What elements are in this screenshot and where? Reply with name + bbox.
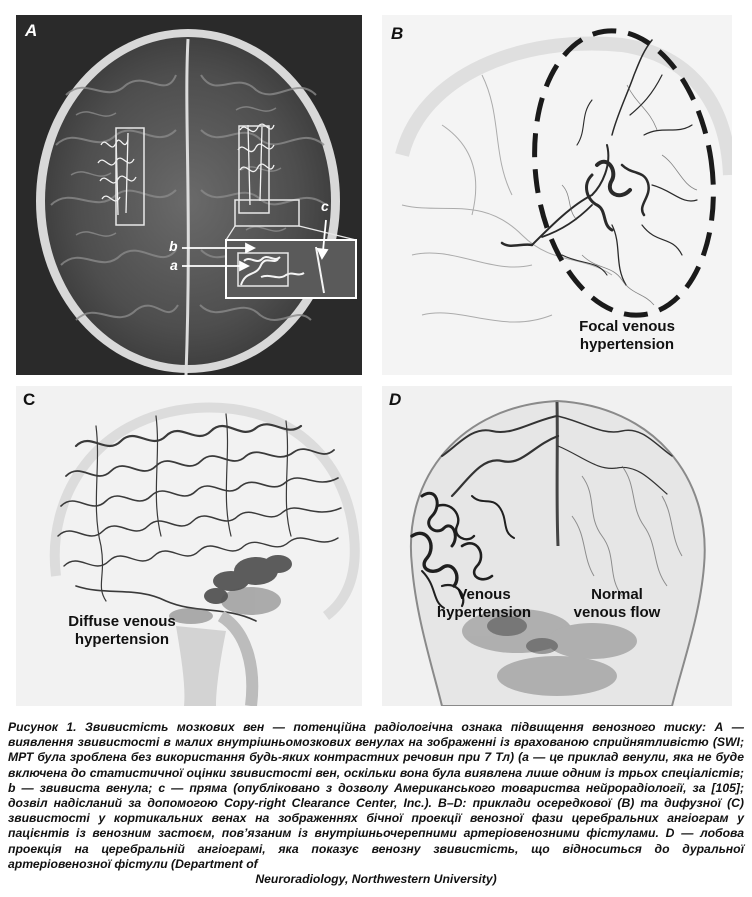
normal-flow-line1: Normal: [591, 586, 643, 603]
venous-hypertension-line1: Venous: [457, 586, 511, 603]
normal-flow-line2: venous flow: [573, 604, 661, 621]
panel-a-swi-image: A b a c: [16, 15, 362, 375]
venous-hypertension-label: Venous hypertension: [424, 586, 544, 622]
panel-b-graphic: [382, 15, 732, 375]
label-b: b: [169, 238, 178, 254]
panel-c-letter: C: [23, 390, 36, 409]
label-a: a: [170, 257, 178, 273]
label-c: c: [321, 198, 329, 214]
diffuse-venous-hypertension-label: Diffuse venous hypertension: [52, 613, 192, 649]
normal-venous-flow-label: Normal venous flow: [562, 586, 672, 622]
focal-label-line2: hypertension: [579, 336, 675, 353]
panel-d-angiogram: D Venous hypertension Normal venous flow: [382, 386, 732, 706]
panel-a-letter: A: [25, 21, 38, 40]
figure-caption: Рисунок 1. Звивистість мозкових вен — по…: [8, 720, 744, 887]
panel-b-letter: B: [391, 24, 404, 43]
caption-body: Рисунок 1. Звивистість мозкових вен — по…: [8, 720, 744, 871]
panel-d-letter: D: [389, 390, 402, 409]
panel-b-angiogram: B Focal venous hypertension: [382, 15, 732, 375]
focal-venous-hypertension-label: Focal venous hypertension: [552, 318, 702, 354]
panel-c-graphic: [16, 386, 362, 706]
focal-label-line1: Focal venous: [579, 318, 675, 335]
diffuse-label-line2: hypertension: [74, 631, 170, 648]
panel-a-graphic: [16, 15, 362, 375]
panel-c-angiogram: C Diffuse venous hypertension: [16, 386, 362, 706]
venous-hypertension-line2: hypertension: [436, 604, 532, 621]
panel-d-graphic: [382, 386, 732, 706]
caption-last-line: Neuroradiology, Northwestern University): [255, 872, 497, 887]
diffuse-label-line1: Diffuse venous: [68, 613, 176, 630]
